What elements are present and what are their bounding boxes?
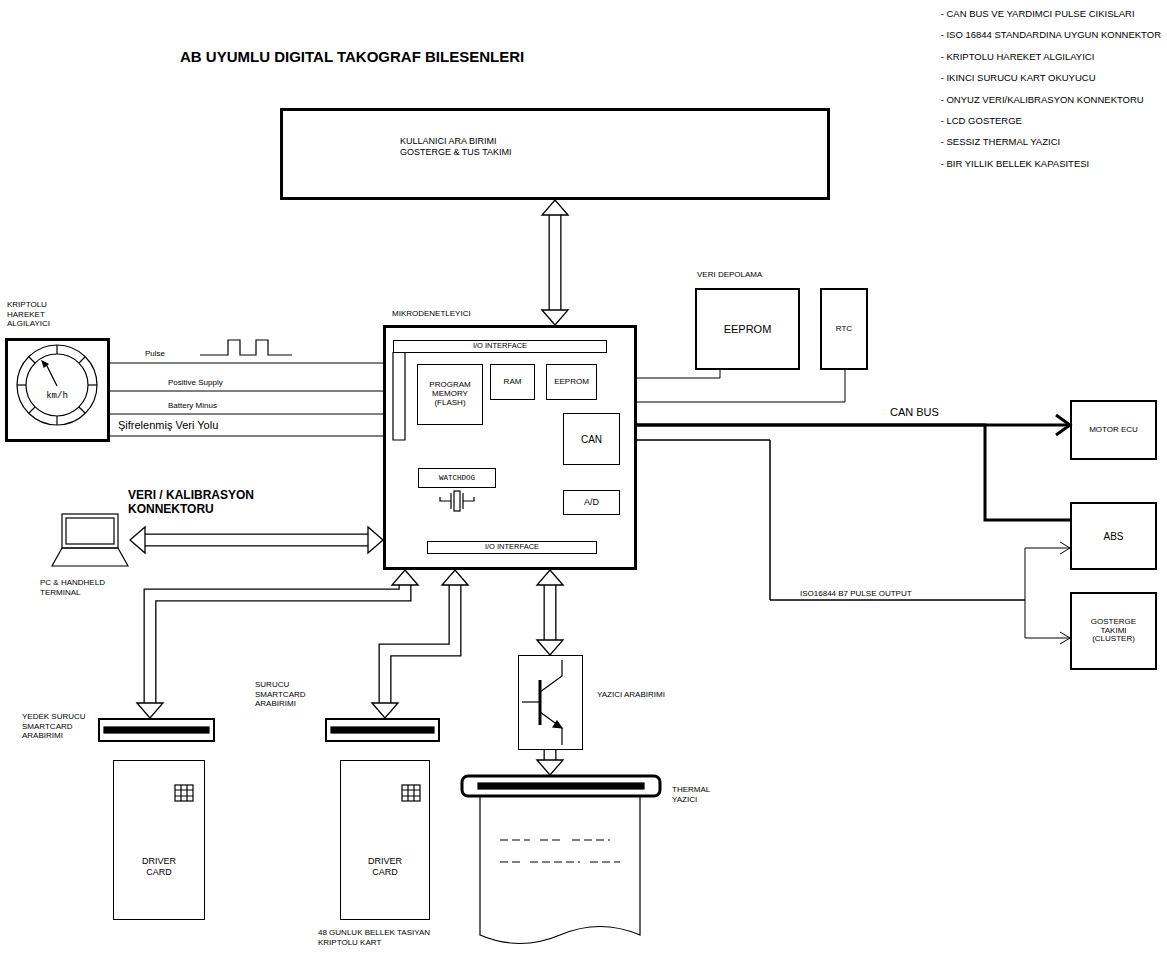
thermal-printer: THERMAL YAZICI (462, 775, 660, 955)
pc-terminal: PC & HANDHELD TERMINAL (50, 512, 130, 570)
box-label: WATCHDOG (439, 474, 475, 482)
feature-item: - ISO 16844 STANDARDINA UYGUN KONNEKTOR (941, 29, 1161, 40)
signal-label: Şifrelenmiş Veri Yolu (118, 419, 218, 432)
feature-item: - SESSIZ THERMAL YAZICI (941, 136, 1161, 147)
bus-arrow (137, 570, 418, 718)
microcontroller-box: MIKRODENETLEYICII/O INTERFACEPROGRAM MEM… (383, 325, 637, 570)
box-label: RAM (504, 378, 522, 387)
abs-box: ABS (1070, 502, 1157, 570)
signal-line (110, 363, 383, 364)
part-label: PC & HANDHELD TERMINAL (40, 578, 120, 597)
signal-label: Battery Minus (168, 401, 217, 411)
feature-item: - BIR YILLIK BELLEK KAPASITESI (941, 158, 1161, 169)
feature-item: - CAN BUS VE YARDIMCI PULSE CIKISLARI (941, 8, 1161, 19)
card-slot (104, 727, 209, 733)
driver-card: DRIVER CARD (113, 760, 205, 920)
part-label: YAZICI ARABIRIMI (597, 690, 667, 700)
signal-label: VERI / KALIBRASYON KONNEKTORU (128, 488, 288, 517)
part-label: 48 GUNLUK BELLEK TASIYAN KRIPTOLU KART (318, 928, 453, 947)
box-label: ABS (1103, 531, 1123, 542)
feature-item: - KRIPTOLU HAREKET ALGILAYICI (941, 51, 1161, 62)
part-label: km/h (37, 391, 77, 402)
thermal-printer (462, 776, 660, 944)
signal-line (110, 414, 383, 415)
memory-block: PROGRAM MEMORY (FLASH) (417, 364, 483, 425)
bus-arrow (537, 570, 563, 655)
box-label: MOTOR ECU (1089, 426, 1138, 435)
card-chip (175, 785, 193, 801)
feature-item: - ONYUZ VERI/KALIBRASYON KONNEKTORU (941, 94, 1161, 105)
part-label: DRIVER CARD (355, 856, 415, 878)
part-label: KULLANICI ARA BIRIMI GOSTERGE & TUS TAKI… (400, 136, 525, 158)
ui-box: KULLANICI ARA BIRIMI GOSTERGE & TUS TAKI… (280, 108, 830, 200)
memory-block: RAM (490, 364, 535, 400)
signal-label: Pulse (145, 349, 165, 359)
box-label: EEPROM (724, 323, 772, 335)
part-label: MIKRODENETLEYICI (392, 309, 512, 319)
box-label: PROGRAM MEMORY (FLASH) (418, 381, 482, 407)
storage-box: EEPROM (695, 288, 800, 370)
part-label: SURUCU SMARTCARD ARABIRIMI (255, 680, 325, 709)
transistor-symbol (522, 660, 562, 745)
io-band: I/O INTERFACE (393, 340, 607, 353)
cluster-box: GOSTERGE TAKIMI (CLUSTER) (1070, 592, 1157, 670)
memory-block: EEPROM (546, 364, 597, 400)
bus-arrow (130, 527, 383, 553)
signal-line (110, 391, 383, 392)
rtc-box: RTC (820, 288, 868, 370)
box-label: EEPROM (554, 378, 589, 387)
bus-arrow (542, 200, 568, 325)
smartcard-slot: YEDEK SURUCU SMARTCARD ARABIRIMI (98, 718, 215, 742)
adc-block: A/D (563, 490, 620, 515)
can-block: CAN (563, 413, 620, 465)
box-label: RTC (836, 325, 852, 334)
signal-line (637, 440, 1070, 600)
box-label: GOSTERGE TAKIMI (CLUSTER) (1084, 618, 1144, 644)
laptop-icon (52, 514, 128, 566)
pulse-waveform (200, 340, 292, 355)
watchdog-block: WATCHDOG (418, 468, 496, 488)
signal-label: ISO16844 B7 PULSE OUTPUT (800, 589, 912, 599)
signal-label: CAN BUS (890, 406, 939, 419)
printer-interface: YAZICI ARABIRIMI (518, 655, 583, 750)
part-label: DRIVER CARD (129, 856, 189, 878)
signal-line (110, 436, 383, 437)
feature-list: - CAN BUS VE YARDIMCI PULSE CIKISLARI - I… (941, 8, 1161, 169)
feature-item: - IKINCI SURUCU KART OKUYUCU (941, 72, 1161, 83)
signal-line (637, 370, 845, 402)
box-label: I/O INTERFACE (485, 543, 539, 551)
crystal-symbol (440, 491, 474, 511)
bus-arrow (537, 750, 563, 775)
ecu-box: MOTOR ECU (1070, 400, 1157, 460)
speedometer-dial (17, 345, 97, 425)
box-label: I/O INTERFACE (473, 342, 527, 350)
part-label: YEDEK SURUCU SMARTCARD ARABIRIMI (22, 712, 92, 741)
signal-line (637, 370, 720, 378)
card-slot (331, 727, 434, 733)
smartcard-slot: SURUCU SMARTCARD ARABIRIMI (325, 718, 440, 742)
diagram-title: AB UYUMLU DIGITAL TAKOGRAF BILESENLERI (180, 48, 524, 66)
group-label: VERI DEPOLAMA (697, 270, 762, 280)
can-bus-line (637, 425, 1070, 520)
io-interface-strip (393, 352, 405, 440)
signal-label: Positive Supply (168, 378, 223, 388)
part-label: THERMAL YAZICI (672, 785, 732, 804)
box-label: CAN (581, 434, 602, 445)
driver-card: DRIVER CARD48 GUNLUK BELLEK TASIYAN KRIP… (340, 760, 430, 920)
box-label: A/D (584, 498, 599, 508)
io-band: I/O INTERFACE (427, 541, 597, 554)
bus-arrow (372, 570, 468, 718)
signal-line (637, 440, 1070, 644)
part-label: KRIPTOLU HAREKET ALGILAYICI (7, 300, 69, 329)
card-chip (402, 785, 420, 801)
feature-item: - LCD GOSTERGE (941, 115, 1161, 126)
motion-sensor: KRIPTOLU HAREKET ALGILAYICIkm/h (5, 338, 110, 442)
